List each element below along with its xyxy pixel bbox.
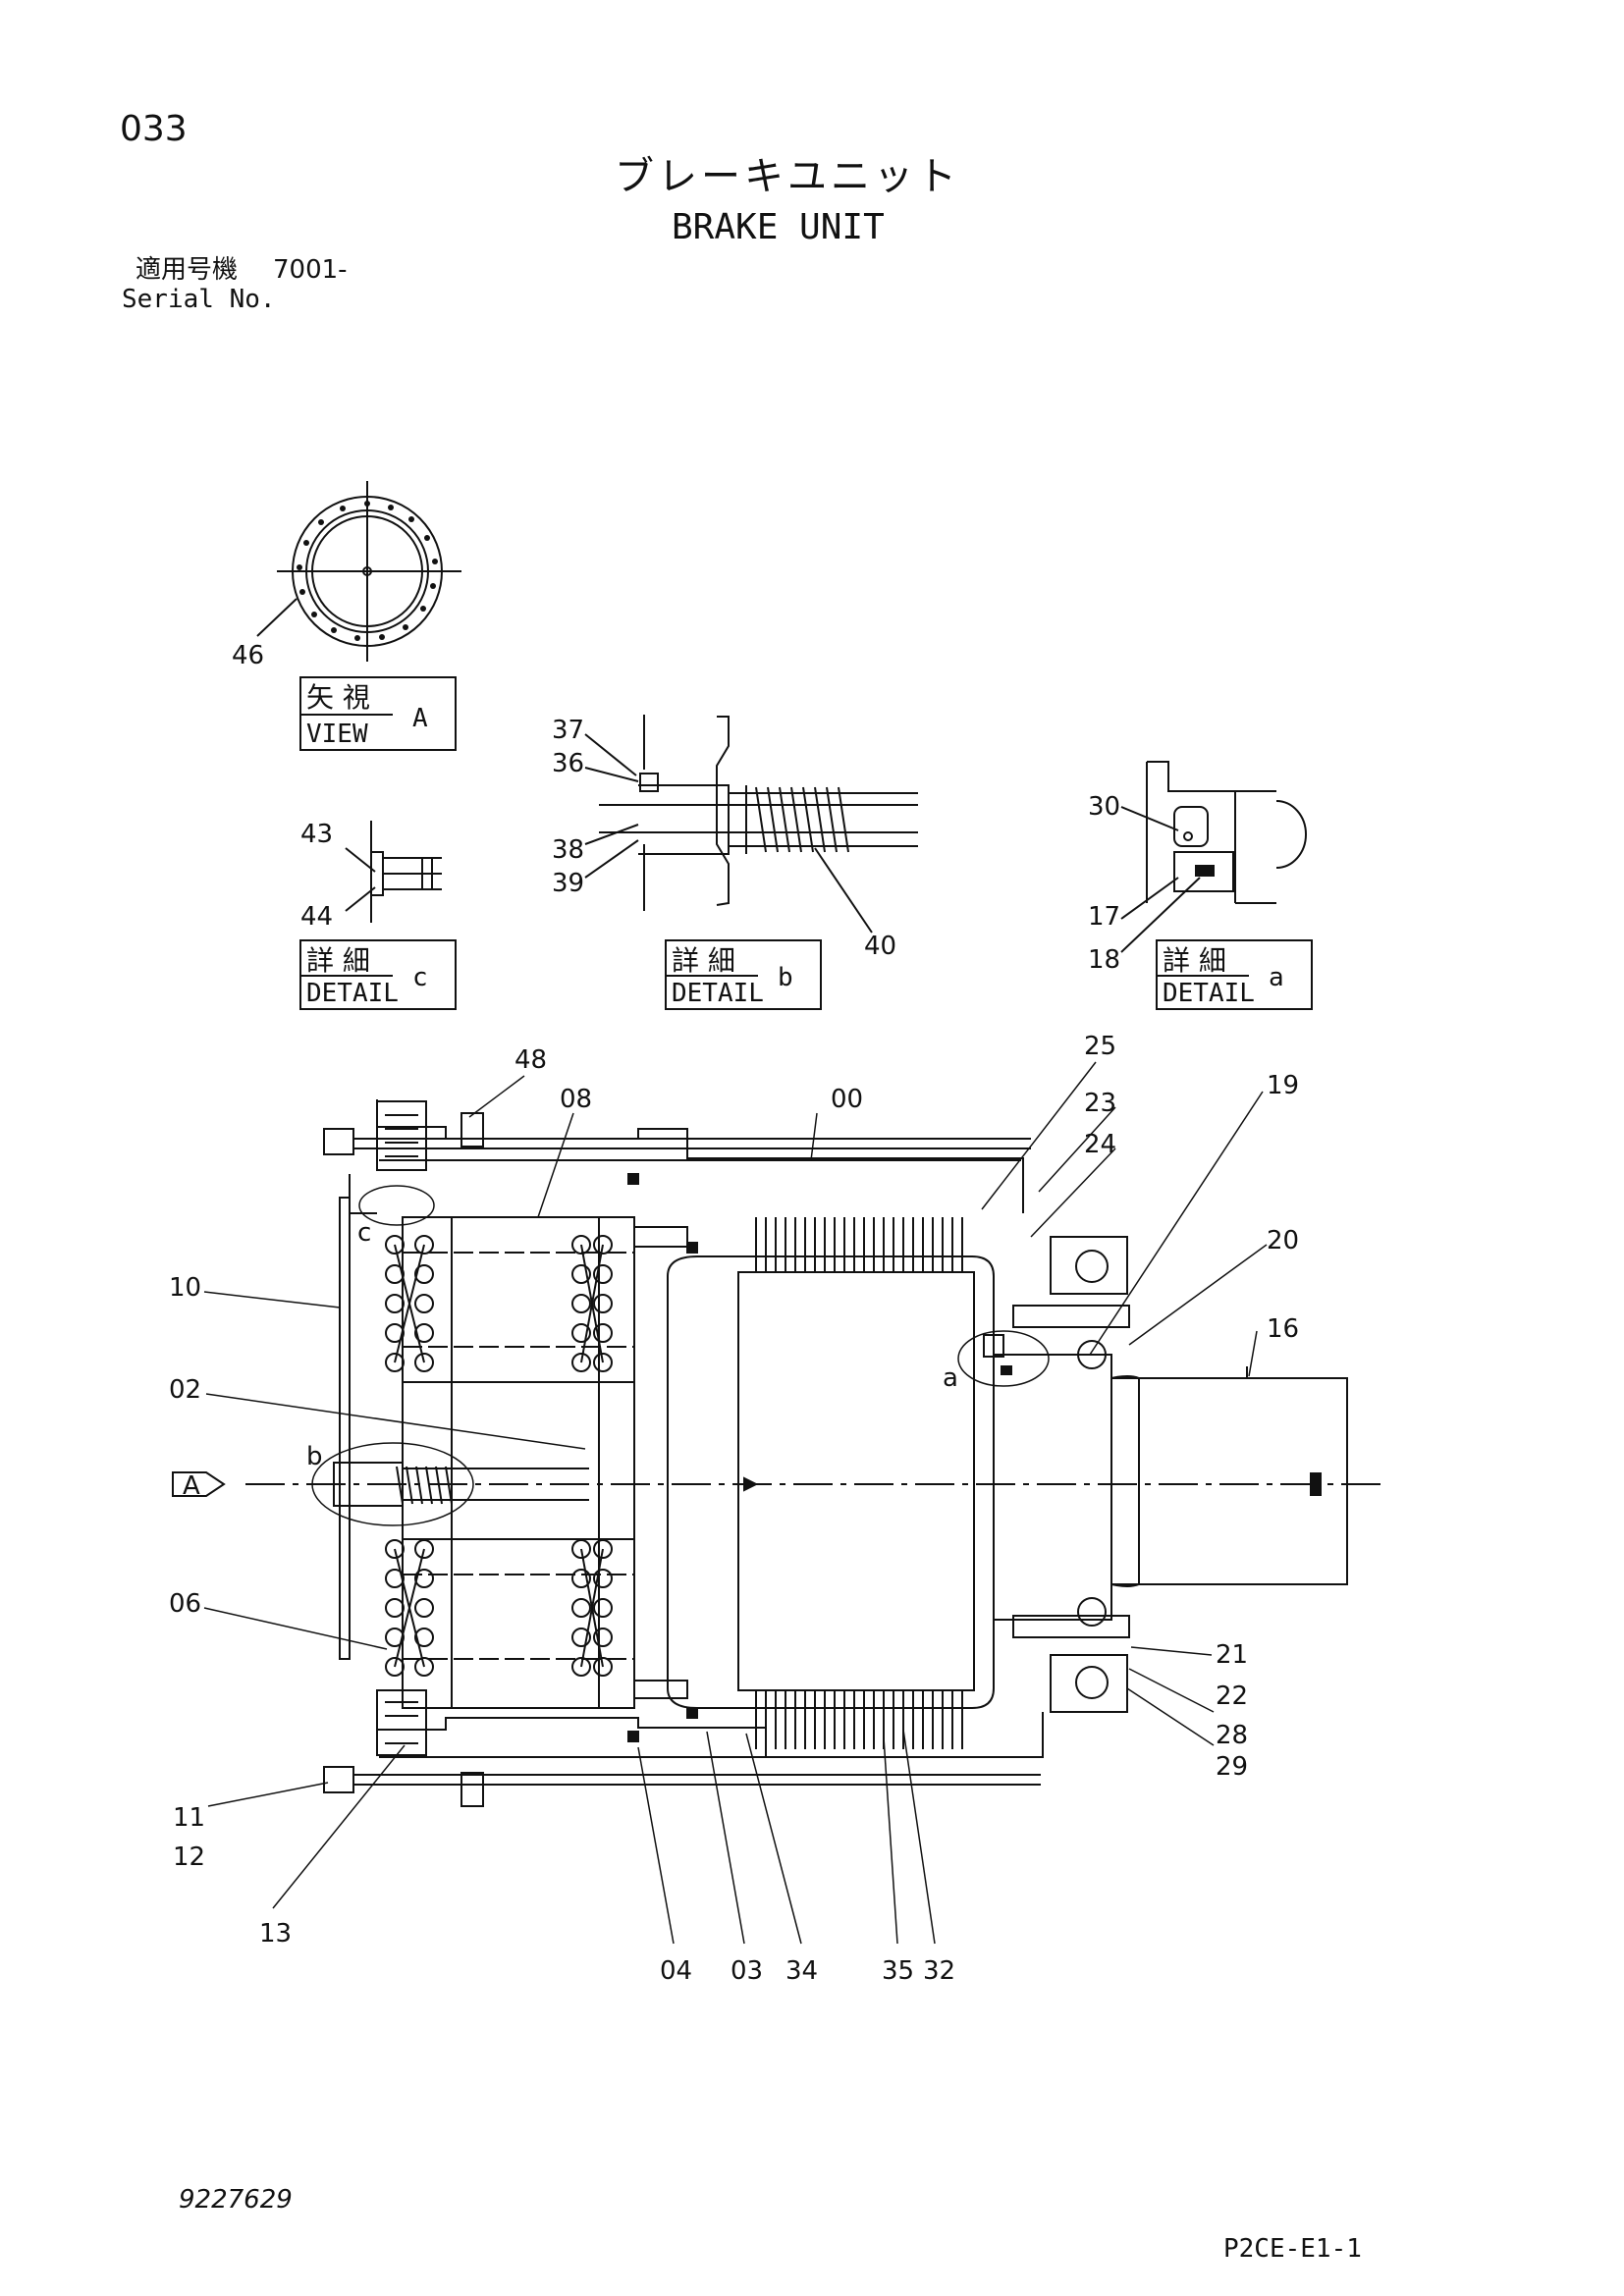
label-44: 44 <box>300 902 333 932</box>
serial-value: 7001- <box>273 255 348 285</box>
label-21: 21 <box>1216 1640 1248 1670</box>
label-32: 32 <box>923 1956 955 1986</box>
main-view-arrow-letter: A <box>183 1471 200 1501</box>
label-22: 22 <box>1216 1682 1248 1711</box>
document-number: 9227629 <box>179 2185 293 2215</box>
label-39: 39 <box>552 869 584 898</box>
ring-holes <box>297 501 438 641</box>
callout-c-circle <box>358 1185 435 1226</box>
label-43: 43 <box>300 820 333 849</box>
label-24: 24 <box>1084 1130 1116 1159</box>
label-20: 20 <box>1267 1226 1299 1255</box>
detail-b-figure <box>584 715 918 934</box>
label-11: 11 <box>173 1803 205 1833</box>
label-25: 25 <box>1084 1032 1116 1061</box>
label-03: 03 <box>731 1956 763 1986</box>
detail-c-jp: 詳 細 <box>306 944 370 977</box>
label-00: 00 <box>831 1085 863 1114</box>
callout-b-letter: b <box>306 1442 323 1471</box>
detail-c-figure <box>345 821 442 923</box>
detail-a-jp: 詳 細 <box>1163 944 1226 977</box>
detail-a-letter: a <box>1269 963 1284 992</box>
view-a-jp: 矢 視 <box>306 681 370 714</box>
label-02: 02 <box>169 1375 201 1405</box>
friction-plates <box>755 1217 963 1749</box>
label-16: 16 <box>1267 1314 1299 1344</box>
label-06: 06 <box>169 1589 201 1619</box>
detail-c-en: DETAIL <box>306 979 399 1008</box>
spring-thread <box>755 786 849 853</box>
view-a-letter: A <box>412 704 428 733</box>
label-10: 10 <box>169 1273 201 1303</box>
label-48: 48 <box>514 1045 547 1075</box>
label-35: 35 <box>882 1956 914 1986</box>
label-08: 08 <box>560 1085 592 1114</box>
serial-label-english: Serial No. <box>122 285 276 314</box>
label-19: 19 <box>1267 1071 1299 1100</box>
label-13: 13 <box>259 1919 292 1949</box>
page-code: P2CE-E1-1 <box>1223 2234 1362 2264</box>
center-bolt-thread <box>396 1466 453 1505</box>
label-18: 18 <box>1088 945 1120 975</box>
callout-b-circle <box>311 1442 474 1526</box>
detail-b-jp: 詳 細 <box>672 944 735 977</box>
label-36: 36 <box>552 749 584 778</box>
leader-lines <box>203 1061 1268 1945</box>
title-japanese: ブレーキユニット <box>615 154 960 199</box>
callout-a-circle <box>957 1330 1050 1387</box>
view-a-ring <box>256 481 461 662</box>
callout-c-letter: c <box>357 1218 371 1248</box>
label-30: 30 <box>1088 792 1120 822</box>
detail-a-figure <box>1120 761 1307 953</box>
title-english: BRAKE UNIT <box>672 207 885 247</box>
view-a-en: VIEW <box>306 720 368 749</box>
label-04: 04 <box>660 1956 692 1986</box>
label-37: 37 <box>552 716 584 745</box>
detail-b-en: DETAIL <box>672 979 764 1008</box>
springs <box>385 1235 613 1677</box>
label-28: 28 <box>1216 1721 1248 1750</box>
label-46: 46 <box>232 641 264 670</box>
main-assembly <box>172 1099 1384 1807</box>
label-12: 12 <box>173 1842 205 1872</box>
label-34: 34 <box>785 1956 818 1986</box>
page-number: 033 <box>120 109 188 149</box>
label-29: 29 <box>1216 1752 1248 1782</box>
detail-b-letter: b <box>778 963 793 992</box>
detail-c-letter: c <box>412 963 428 992</box>
serial-label-japanese: 適用号機 <box>135 255 239 285</box>
callout-a-letter: a <box>943 1363 958 1393</box>
label-23: 23 <box>1084 1089 1116 1118</box>
label-17: 17 <box>1088 902 1120 932</box>
label-40: 40 <box>864 932 896 961</box>
label-38: 38 <box>552 835 584 865</box>
detail-a-en: DETAIL <box>1163 979 1255 1008</box>
